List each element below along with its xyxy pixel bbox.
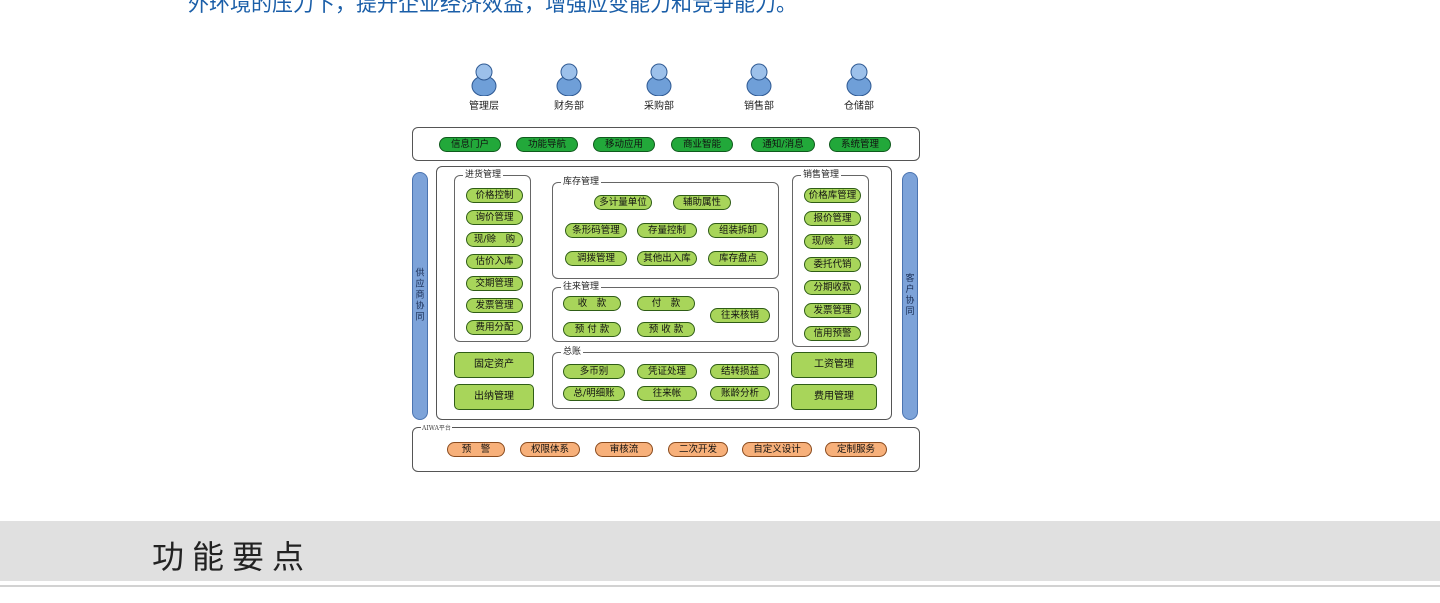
module-item: 价格库管理 <box>804 188 861 203</box>
role-finance: 财务部 <box>534 62 604 112</box>
supplier-collaboration-bar: 供应商协同 <box>412 172 428 420</box>
role-label: 财务部 <box>554 101 584 112</box>
portal-item: 商业智能 <box>671 137 733 152</box>
group-title: 库存管理 <box>561 176 602 188</box>
module-item: 存量控制 <box>637 223 697 238</box>
customer-collaboration-bar: 客户协同 <box>902 172 918 420</box>
module-item: 估价入库 <box>466 254 523 269</box>
person-icon <box>746 63 772 96</box>
module-item: 现/赊 购 <box>466 232 523 247</box>
person-icon <box>556 63 582 96</box>
architecture-diagram: 管理层 财务部 采购部 销售部 仓储部 信息门户 功能导航 移动应用 商业智能 <box>409 62 921 476</box>
module-item: 结转损益 <box>710 364 770 379</box>
section-banner: 功能要点 <box>0 521 1440 581</box>
fixed-assets-module: 固定资产 <box>454 352 534 378</box>
portal-item: 系统管理 <box>829 137 891 152</box>
module-item: 多计量单位 <box>594 195 652 210</box>
inventory-group: 库存管理 多计量单位 辅助属性 条形码管理 存量控制 组装拆卸 调拨管理 其他出… <box>552 176 779 279</box>
person-icon <box>471 63 497 96</box>
group-title: 往来管理 <box>561 281 602 293</box>
expense-module: 费用管理 <box>791 384 877 410</box>
side-label: 客户协同 <box>905 274 915 317</box>
module-item: 调拨管理 <box>565 251 627 266</box>
portal-item: 信息门户 <box>439 137 501 152</box>
role-label: 采购部 <box>644 101 674 112</box>
role-label: 销售部 <box>744 101 774 112</box>
group-title: 进货管理 <box>463 169 504 181</box>
section-title: 功能要点 <box>152 538 313 576</box>
module-item: 条形码管理 <box>565 223 627 238</box>
role-warehouse: 仓储部 <box>824 62 894 112</box>
module-item: 交期管理 <box>466 276 523 291</box>
module-item: 发票管理 <box>804 303 861 318</box>
platform-item: 定制服务 <box>825 442 887 457</box>
payroll-module: 工资管理 <box>791 352 877 378</box>
platform-item: 预 警 <box>447 442 505 457</box>
module-item: 库存盘点 <box>708 251 768 266</box>
module-item: 总/明细账 <box>563 386 625 401</box>
cashier-module: 出纳管理 <box>454 384 534 410</box>
ledger-group: 总账 多币别 凭证处理 结转损益 总/明细账 往来帐 账龄分析 <box>552 346 779 409</box>
platform-item: 审核流 <box>595 442 653 457</box>
module-item: 信用预警 <box>804 326 861 341</box>
core-modules-box: 进货管理 价格控制 询价管理 现/赊 购 估价入库 交期管理 发票管理 费用分配… <box>436 166 892 420</box>
role-management: 管理层 <box>449 62 519 112</box>
role-sales: 销售部 <box>724 62 794 112</box>
group-title: 销售管理 <box>801 169 842 181</box>
platform-title: AIWA平台 <box>421 423 452 432</box>
intro-text: 外环境的压力下，提升企业经济效益，增强应变能力和竞争能力。 <box>188 0 797 16</box>
module-item: 费用分配 <box>466 320 523 335</box>
role-procurement: 采购部 <box>624 62 694 112</box>
portal-item: 移动应用 <box>593 137 655 152</box>
module-item: 收 款 <box>563 296 621 311</box>
side-label: 供应商协同 <box>415 268 425 323</box>
person-icon <box>646 63 672 96</box>
role-label: 管理层 <box>469 101 499 112</box>
section-divider <box>0 585 1440 587</box>
platform-item: 权限体系 <box>520 442 580 457</box>
role-label: 仓储部 <box>844 101 874 112</box>
module-item: 分期收款 <box>804 280 861 295</box>
platform-box: AIWA平台 预 警 权限体系 审核流 二次开发 自定义设计 定制服务 <box>412 423 920 472</box>
module-item: 往来核销 <box>710 308 770 323</box>
module-item: 询价管理 <box>466 210 523 225</box>
module-item: 预 收 款 <box>637 322 695 337</box>
sales-group: 销售管理 价格库管理 报价管理 现/赊 销 委托代销 分期收款 发票管理 信用预… <box>792 169 869 347</box>
module-item: 现/赊 销 <box>804 234 861 249</box>
module-item: 账龄分析 <box>710 386 770 401</box>
purchase-group: 进货管理 价格控制 询价管理 现/赊 购 估价入库 交期管理 发票管理 费用分配 <box>454 169 531 342</box>
module-item: 其他出入库 <box>637 251 697 266</box>
module-item: 委托代销 <box>804 257 861 272</box>
module-item: 价格控制 <box>466 188 523 203</box>
platform-item: 二次开发 <box>668 442 728 457</box>
module-item: 组装拆卸 <box>708 223 768 238</box>
module-item: 付 款 <box>637 296 695 311</box>
transactions-group: 往来管理 收 款 付 款 预 付 款 预 收 款 往来核销 <box>552 281 779 342</box>
group-title: 总账 <box>561 346 584 358</box>
module-item: 凭证处理 <box>637 364 697 379</box>
module-item: 多币别 <box>563 364 625 379</box>
module-item: 往来帐 <box>637 386 697 401</box>
module-item: 发票管理 <box>466 298 523 313</box>
platform-item: 自定义设计 <box>742 442 812 457</box>
module-item: 报价管理 <box>804 211 861 226</box>
person-icon <box>846 63 872 96</box>
portal-item: 通知/消息 <box>751 137 815 152</box>
module-item: 预 付 款 <box>563 322 621 337</box>
portal-item: 功能导航 <box>516 137 578 152</box>
module-item: 辅助属性 <box>673 195 731 210</box>
portal-bar: 信息门户 功能导航 移动应用 商业智能 通知/消息 系统管理 <box>412 127 920 161</box>
